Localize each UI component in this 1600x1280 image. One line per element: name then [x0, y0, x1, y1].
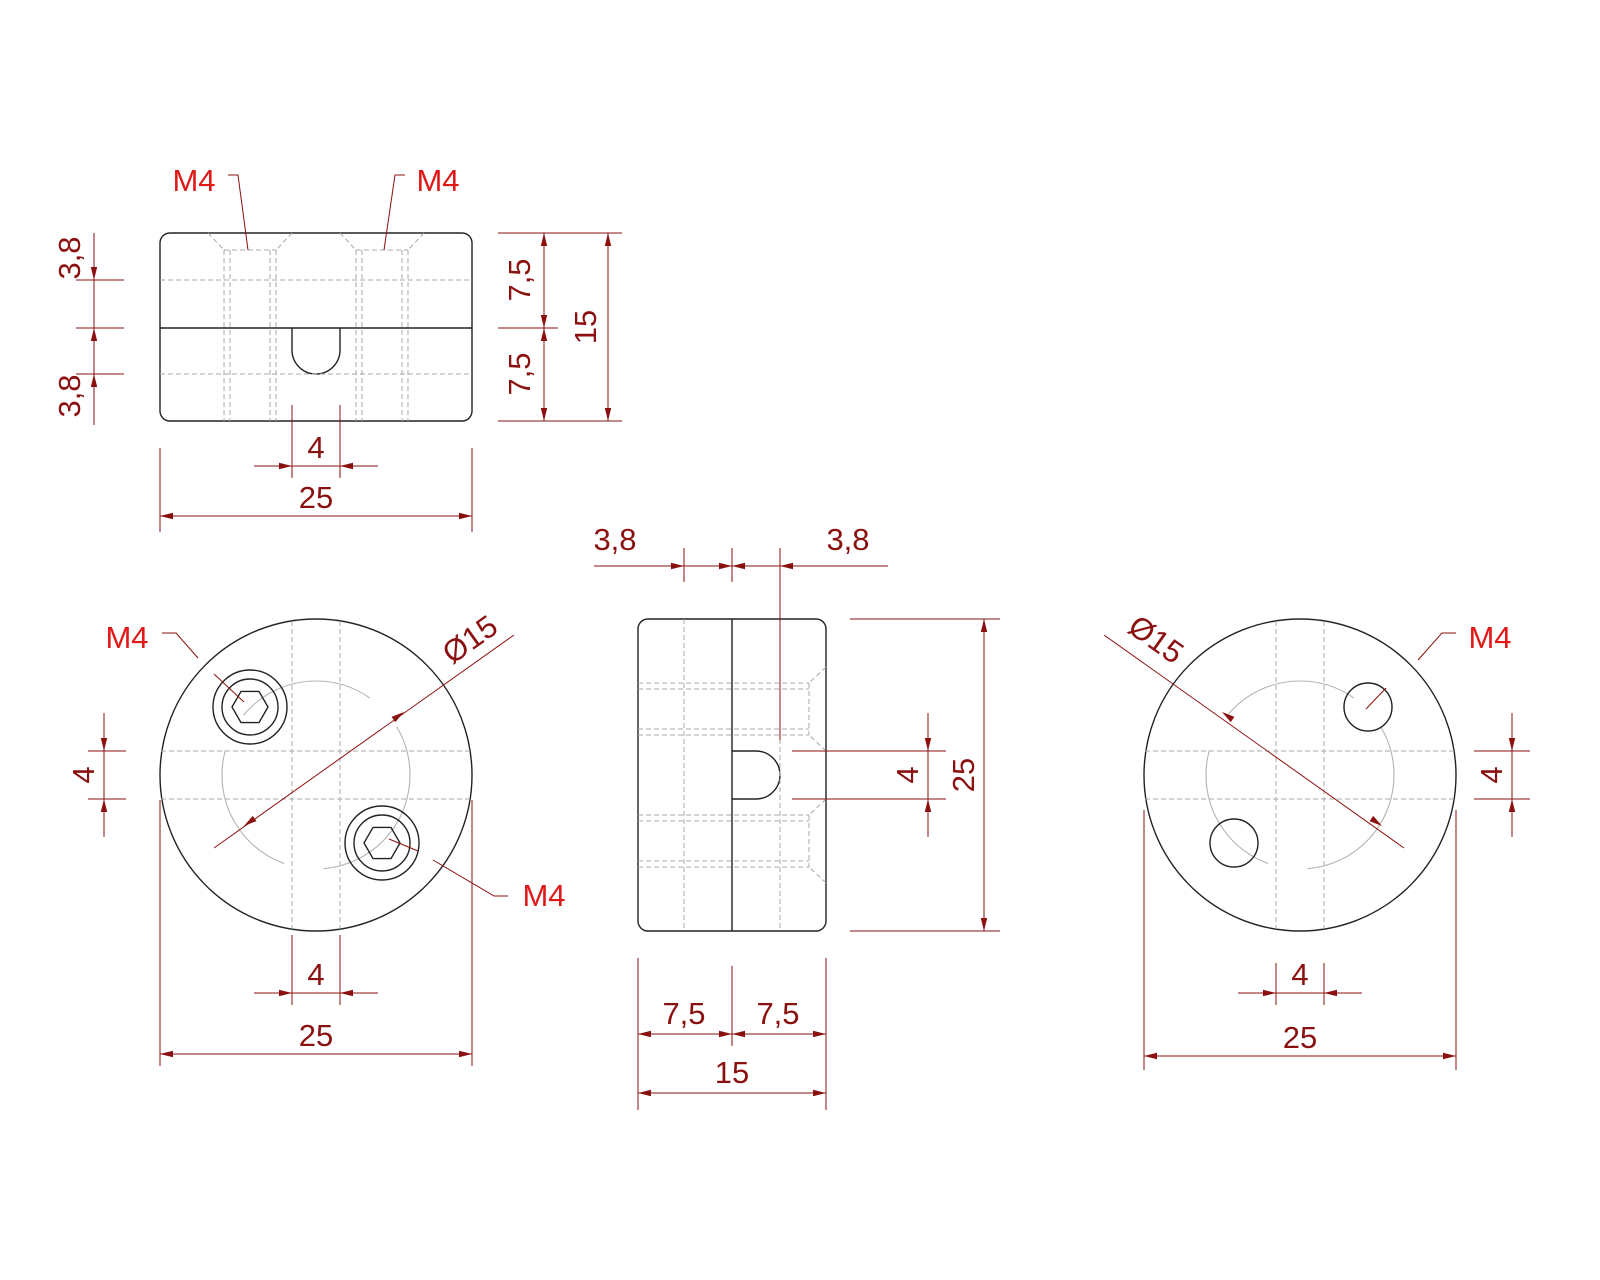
rear-view-dimension-lines — [1103, 632, 1530, 1070]
top-dim-height: 15 — [568, 310, 603, 344]
front-dim-width: 25 — [299, 1018, 333, 1053]
side-dim-top-left: 3,8 — [593, 522, 636, 557]
front-pitch-circle — [221, 680, 411, 870]
side-dim-bottom-right: 7,5 — [756, 996, 799, 1031]
rear-view-outline — [1143, 618, 1457, 932]
side-view-slot — [732, 750, 781, 800]
rear-view-hidden-lines — [1145, 621, 1455, 929]
rear-dim-width: 25 — [1283, 1020, 1317, 1055]
top-dim-width: 25 — [299, 480, 333, 515]
top-view-dimension-lines — [76, 174, 622, 532]
rear-hole-upper — [1343, 682, 1393, 732]
rear-view: Ø15 M4 4 4 25 — [1103, 608, 1530, 1070]
side-view: 3,8 3,8 4 25 7,5 7,5 15 — [593, 522, 1000, 1110]
front-screw-lower — [344, 805, 420, 881]
rear-diameter-label: Ø15 — [1122, 608, 1190, 670]
side-dim-top-right: 3,8 — [826, 522, 869, 557]
front-thread-label-lower: M4 — [522, 878, 565, 913]
side-dim-bottom-total: 15 — [715, 1055, 749, 1090]
side-dim-slot: 4 — [890, 766, 925, 783]
rear-pitch-circle — [1205, 680, 1395, 870]
top-thread-label-left: M4 — [172, 163, 215, 198]
top-view: M4 M4 3,8 3,8 7,5 7,5 15 4 25 — [52, 163, 622, 532]
side-dim-height: 25 — [946, 758, 981, 792]
top-view-hidden-lines — [160, 232, 472, 421]
front-screw-lower-head — [353, 814, 411, 872]
top-dim-left-lower: 3,8 — [52, 374, 87, 417]
rear-dim-slot: 4 — [1291, 957, 1308, 992]
front-screw-upper — [212, 669, 288, 745]
side-dim-bottom-left: 7,5 — [662, 996, 705, 1031]
front-hex-socket-lower-icon — [363, 826, 401, 860]
front-hex-socket-upper-icon — [231, 690, 269, 724]
top-dim-right-upper: 7,5 — [502, 258, 537, 301]
top-dim-slot: 4 — [307, 430, 324, 465]
top-view-slot — [291, 328, 341, 375]
front-view-dimension-lines — [88, 632, 515, 1066]
rear-dim-right-slot: 4 — [1474, 766, 1509, 783]
rear-hole-lower — [1209, 818, 1259, 868]
side-view-dimension-lines — [594, 548, 1000, 1110]
front-screw-upper-head — [221, 678, 279, 736]
top-dim-left-upper: 3,8 — [52, 236, 87, 279]
front-view: M4 M4 Ø15 4 4 25 — [66, 608, 566, 1066]
top-dim-right-lower: 7,5 — [502, 352, 537, 395]
front-dim-left-slot: 4 — [66, 766, 101, 783]
front-dim-slot: 4 — [307, 957, 324, 992]
front-diameter-label: Ø15 — [436, 608, 504, 670]
rear-thread-label: M4 — [1468, 620, 1511, 655]
top-thread-label-right: M4 — [416, 163, 459, 198]
top-view-body-outline — [159, 232, 473, 422]
front-view-hidden-lines — [161, 621, 471, 929]
front-view-outline — [159, 618, 473, 932]
front-thread-label-upper: M4 — [105, 620, 148, 655]
